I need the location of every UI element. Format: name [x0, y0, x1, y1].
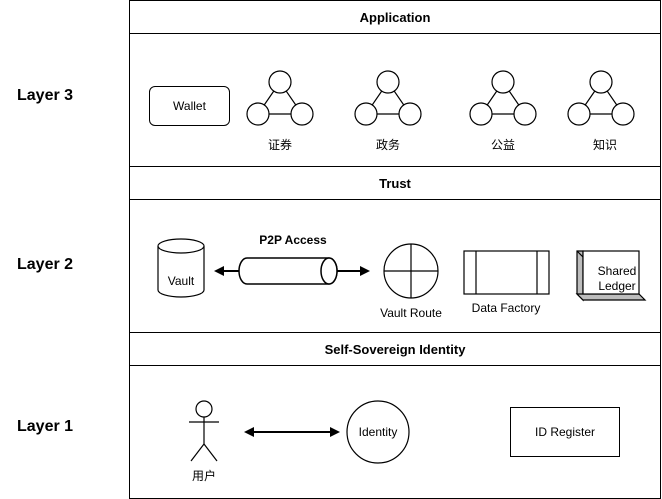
data-factory-box [463, 250, 550, 295]
network-label-1: 证券 [267, 138, 293, 152]
user-actor-icon [189, 400, 219, 462]
trust-band: Trust [129, 166, 661, 200]
network-icon-1 [246, 70, 314, 126]
trust-title: Trust [379, 175, 411, 191]
id-register-label: ID Register [534, 425, 596, 439]
layer-2-label: Layer 2 [17, 256, 74, 273]
vault-route-icon [383, 243, 439, 299]
p2p-access-label: P2P Access [259, 233, 327, 247]
data-factory-label: Data Factory [471, 301, 541, 315]
ssi-title: Self-Sovereign Identity [324, 341, 466, 357]
vault-label: Vault [167, 274, 195, 288]
wallet-label: Wallet [173, 99, 206, 113]
user-label: 用户 [191, 469, 217, 483]
ssi-band: Self-Sovereign Identity [129, 332, 661, 366]
identity-circle [346, 400, 410, 464]
network-label-4: 知识 [592, 138, 618, 152]
network-icon-4 [567, 70, 635, 126]
layer-3-label: Layer 3 [17, 87, 74, 104]
layer-1-label: Layer 1 [17, 418, 74, 435]
id-register-box: ID Register [510, 407, 620, 457]
identity-label: Identity [358, 425, 398, 439]
network-label-2: 政务 [375, 138, 401, 152]
vault-cylinder [157, 238, 205, 298]
shared-ledger-label-line2: Ledger [598, 279, 636, 293]
shared-ledger-box [575, 250, 647, 302]
application-title: Application [359, 9, 431, 25]
network-label-3: 公益 [490, 138, 516, 152]
network-icon-2 [354, 70, 422, 126]
shared-ledger-label-line1: Shared [597, 264, 637, 278]
vault-route-label: Vault Route [380, 306, 442, 320]
wallet-box: Wallet [149, 86, 230, 126]
network-icon-3 [469, 70, 537, 126]
p2p-pipe [238, 257, 338, 285]
